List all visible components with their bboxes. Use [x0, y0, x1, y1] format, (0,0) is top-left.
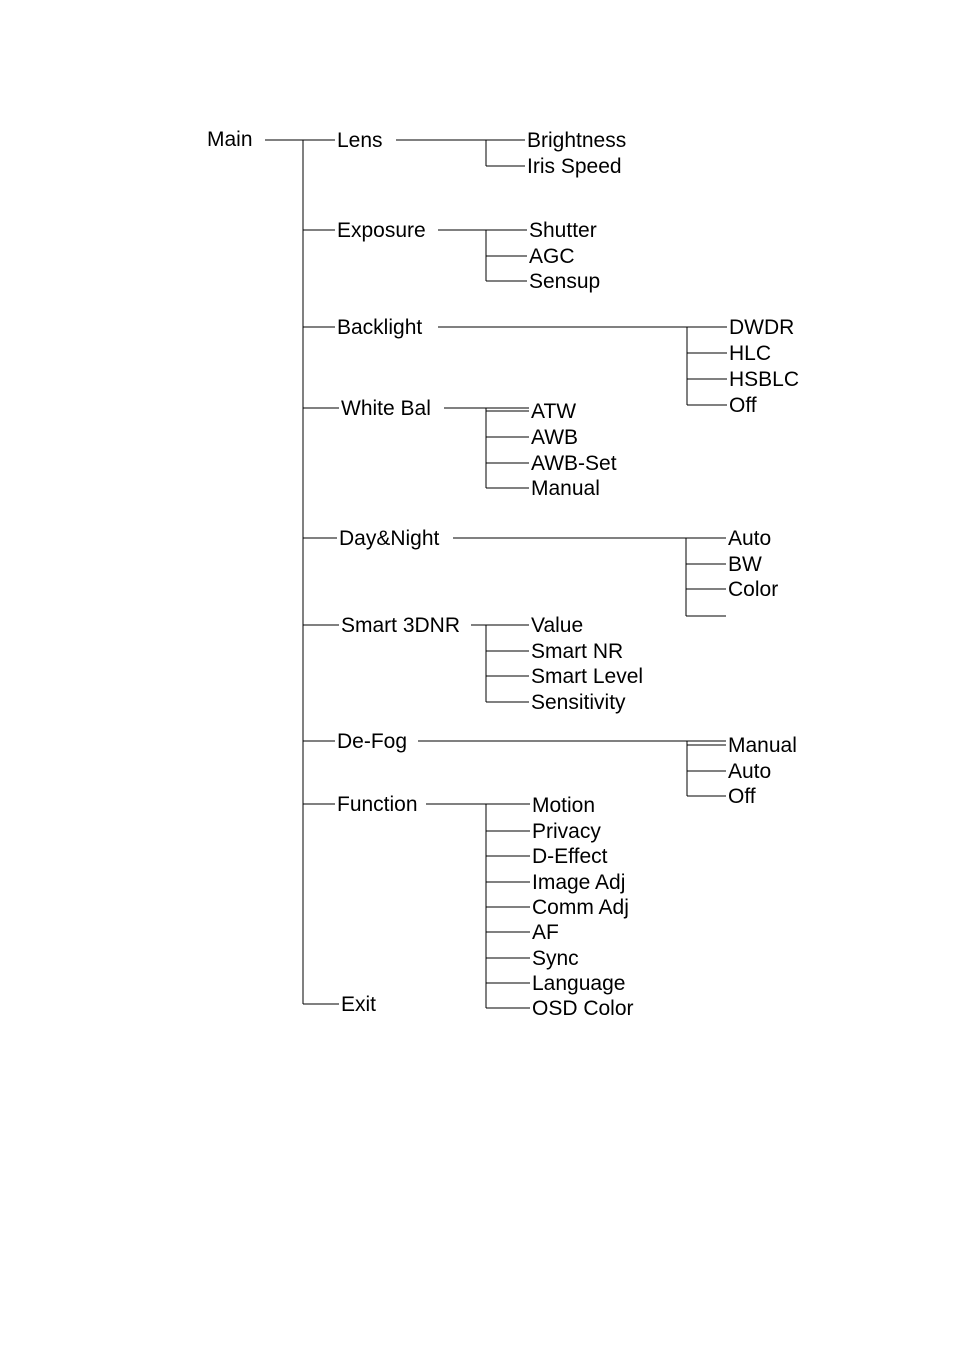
submenu-item-function-sync: Sync — [532, 947, 579, 970]
submenu-item-lens-brightness: Brightness — [527, 129, 626, 152]
submenu-item-lens-iris-speed: Iris Speed — [527, 155, 622, 178]
menu-item-de-fog: De-Fog — [337, 730, 407, 753]
submenu-item-backlight-dwdr: DWDR — [729, 316, 794, 339]
menu-item-function: Function — [337, 793, 418, 816]
submenu-item-exposure-agc: AGC — [529, 245, 575, 268]
submenu-item-function-af: AF — [532, 921, 559, 944]
menu-item-exposure: Exposure — [337, 219, 426, 242]
submenu-item-smart-3dnr-smart-nr: Smart NR — [531, 640, 623, 663]
submenu-item-backlight-hsblc: HSBLC — [729, 368, 799, 391]
submenu-item-function-image-adj: Image Adj — [532, 871, 625, 894]
submenu-item-smart-3dnr-smart-level: Smart Level — [531, 665, 643, 688]
root-label: Main — [207, 128, 253, 151]
submenu-item-day-night-bw: BW — [728, 553, 762, 576]
submenu-item-day-night-auto: Auto — [728, 527, 771, 550]
submenu-item-backlight-hlc: HLC — [729, 342, 771, 365]
menu-item-lens: Lens — [337, 129, 383, 152]
submenu-item-function-osd-color: OSD Color — [532, 997, 634, 1020]
submenu-item-backlight-off: Off — [729, 394, 757, 417]
submenu-item-white-bal-atw: ATW — [531, 400, 576, 423]
submenu-item-function-motion: Motion — [532, 794, 595, 817]
menu-item-day-night: Day&Night — [339, 527, 440, 550]
menu-item-backlight: Backlight — [337, 316, 422, 339]
submenu-item-de-fog-off: Off — [728, 785, 756, 808]
submenu-item-function-d-effect: D-Effect — [532, 845, 608, 868]
submenu-item-white-bal-manual: Manual — [531, 477, 600, 500]
submenu-item-smart-3dnr-value: Value — [531, 614, 583, 637]
submenu-item-day-night-color: Color — [728, 578, 778, 601]
submenu-item-de-fog-auto: Auto — [728, 760, 771, 783]
menu-item-exit: Exit — [341, 993, 376, 1016]
submenu-item-smart-3dnr-sensitivity: Sensitivity — [531, 691, 626, 714]
submenu-item-function-privacy: Privacy — [532, 820, 601, 843]
submenu-item-exposure-shutter: Shutter — [529, 219, 597, 242]
submenu-item-function-language: Language — [532, 972, 625, 995]
submenu-item-function-comm-adj: Comm Adj — [532, 896, 629, 919]
submenu-item-white-bal-awb-set: AWB-Set — [531, 452, 617, 475]
menu-item-white-bal: White Bal — [341, 397, 431, 420]
connector-lines — [265, 139, 727, 1009]
submenu-item-de-fog-manual: Manual — [728, 734, 797, 757]
submenu-item-exposure-sensup: Sensup — [529, 270, 600, 293]
submenu-item-white-bal-awb: AWB — [531, 426, 578, 449]
menu-item-smart-3dnr: Smart 3DNR — [341, 614, 460, 637]
